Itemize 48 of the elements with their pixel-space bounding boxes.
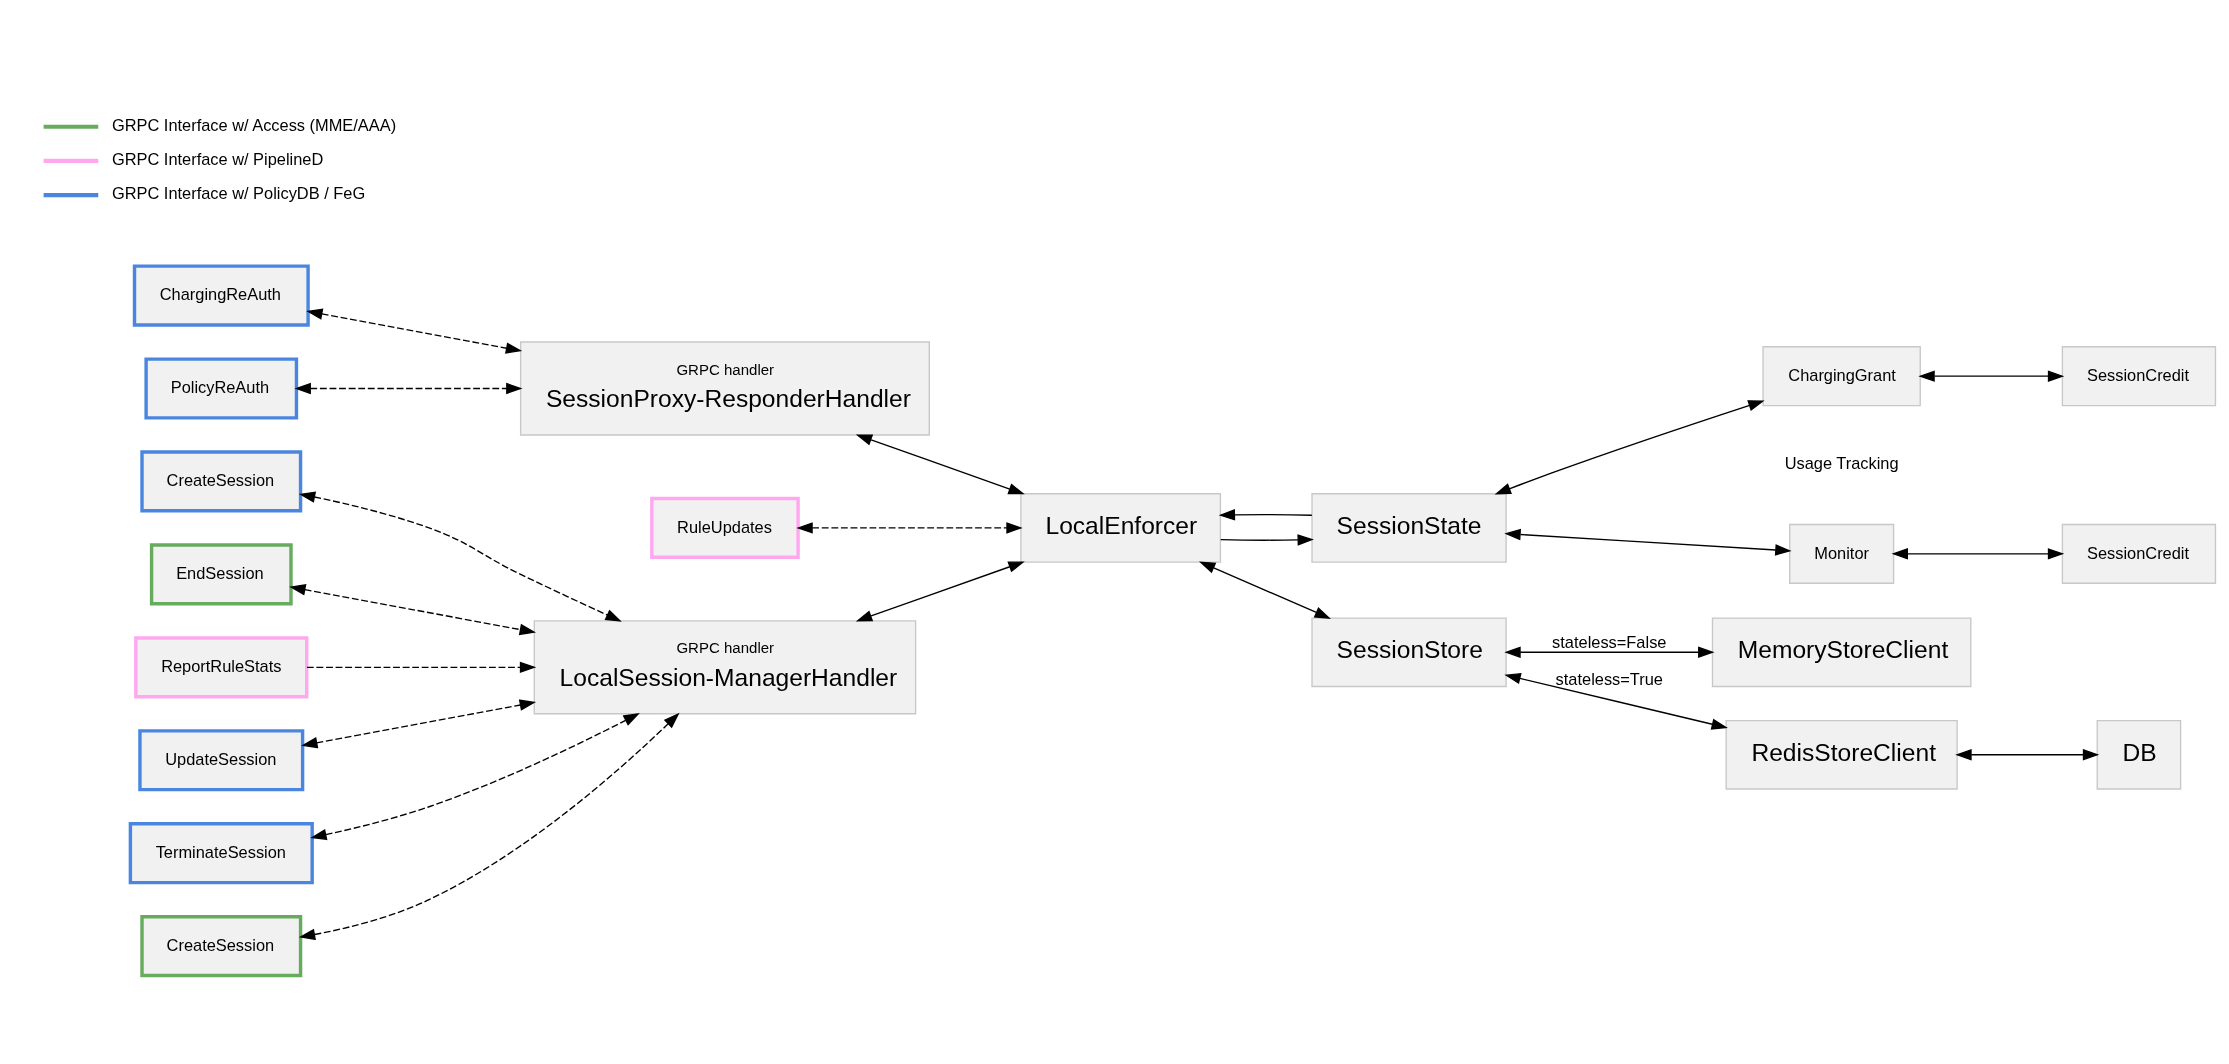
node-box: PolicyReAuth — [144, 357, 299, 420]
node-box: GRPC handler LocalSession-ManagerHandler — [533, 620, 917, 715]
arrow — [298, 712, 680, 941]
edge-label: stateless=False — [1552, 632, 1667, 651]
node-box: UpdateSession — [138, 729, 305, 792]
arrow — [306, 661, 537, 674]
node-box: RedisStoreClient — [1725, 719, 1958, 790]
arrow — [310, 713, 640, 841]
node-box: GRPC handler SessionProxy-ResponderHandler — [519, 341, 930, 436]
arrow — [1494, 400, 1765, 495]
node-box: Monitor — [1789, 523, 1895, 584]
arrow — [1504, 528, 1792, 556]
edge-label: stateless=True — [1555, 669, 1663, 688]
label: Usage Tracking — [1784, 454, 1899, 473]
node-box: LocalEnforcer — [1020, 493, 1222, 563]
node-box: RuleUpdates — [650, 496, 800, 559]
node-box: ReportRuleStats — [134, 636, 309, 699]
legend-label: GRPC Interface w/ PolicyDB / FeG — [111, 184, 366, 203]
node-box: SessionCredit — [2061, 346, 2217, 407]
arrow — [301, 699, 537, 749]
arrow — [1918, 370, 2065, 382]
node-box: MemoryStoreClient — [1711, 617, 1972, 688]
node-box: DB — [2096, 719, 2182, 790]
node-box: CreateSession — [140, 915, 303, 978]
node-box: SessionState — [1311, 493, 1507, 563]
legend-label: GRPC Interface w/ Access (MME/AAA) — [111, 115, 397, 134]
arrow — [294, 382, 523, 395]
arrow — [855, 434, 1025, 495]
arrow — [306, 308, 523, 354]
arrow — [1891, 548, 2065, 560]
node-box: ChargingReAuth — [132, 264, 310, 327]
arrow — [1504, 672, 1728, 730]
node-box: TerminateSession — [128, 822, 314, 885]
arrow — [1218, 509, 1313, 521]
arrow — [1955, 749, 2100, 761]
node-box: ChargingGrant — [1762, 346, 1921, 407]
arrow — [298, 491, 622, 622]
legend-label: GRPC Interface w/ PipelineD — [111, 150, 324, 169]
node-box: SessionStore — [1311, 617, 1507, 688]
arrow — [1504, 646, 1715, 659]
arrow — [289, 584, 536, 636]
node-box: EndSession — [149, 543, 293, 606]
arrow — [855, 561, 1025, 622]
arrow — [796, 522, 1023, 534]
arrow — [1220, 534, 1314, 546]
arrow — [1198, 561, 1332, 619]
node-box: CreateSession — [140, 450, 303, 513]
node-box: SessionCredit — [2061, 523, 2217, 584]
